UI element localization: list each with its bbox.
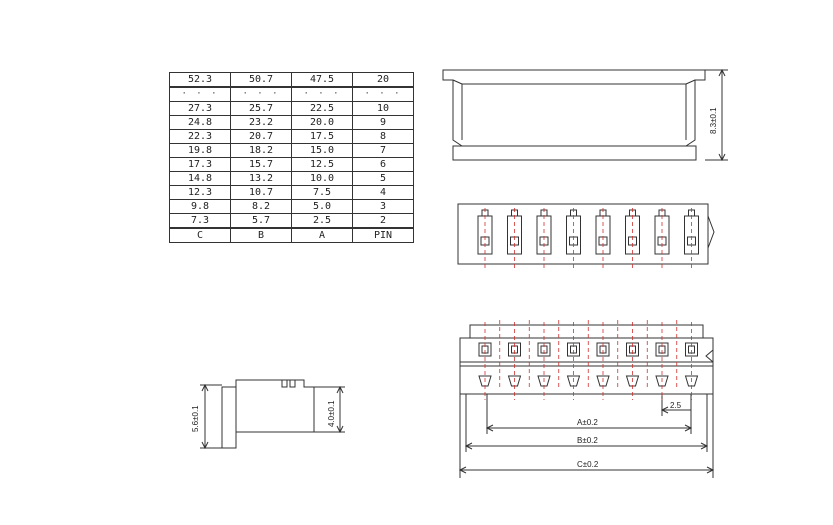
contact-tab [684,375,699,387]
contact-tab [625,375,640,387]
pin-cavity [595,215,611,255]
pin-cavity [654,215,670,255]
contact-tab [537,375,551,387]
pin-cavity [684,215,699,255]
pin-cavity [625,215,640,255]
pin-cavity [536,215,552,255]
table-header-cell: PIN [352,227,414,243]
pitch-dim-label: 2.5 [670,401,682,410]
contact-tab [478,375,492,387]
table-cell: 52.3 [169,72,231,88]
table-cell: 47.5 [291,72,353,88]
height-dim-label: 8.3±0.1 [709,107,718,134]
side-body-label: 4.0±0.1 [327,400,336,427]
a-dim-label: A±0.2 [577,418,598,427]
contact-tab [596,375,610,387]
table-cell: 50.7 [230,72,292,88]
side-height-label: 5.6±0.1 [191,405,200,432]
height-dim-line [705,68,728,162]
side-view-outline [200,379,345,450]
table-cell: 20 [352,72,414,88]
top-view-outline [442,69,706,161]
contact-tab [655,375,669,387]
table-cell: 7 [352,143,414,158]
contact-tab [507,375,522,387]
c-dim-label: C±0.2 [577,460,599,469]
pin-cavity [477,215,493,255]
b-dim-label: B±0.2 [577,436,598,445]
pin-cavity [507,215,522,255]
table-cell: 3 [352,199,414,214]
contact-tab [566,375,581,387]
table-cell: 5.0 [291,199,353,214]
pin-cavity [566,215,581,255]
front-view-outline [457,203,715,265]
table-cell: 9.8 [169,199,231,214]
